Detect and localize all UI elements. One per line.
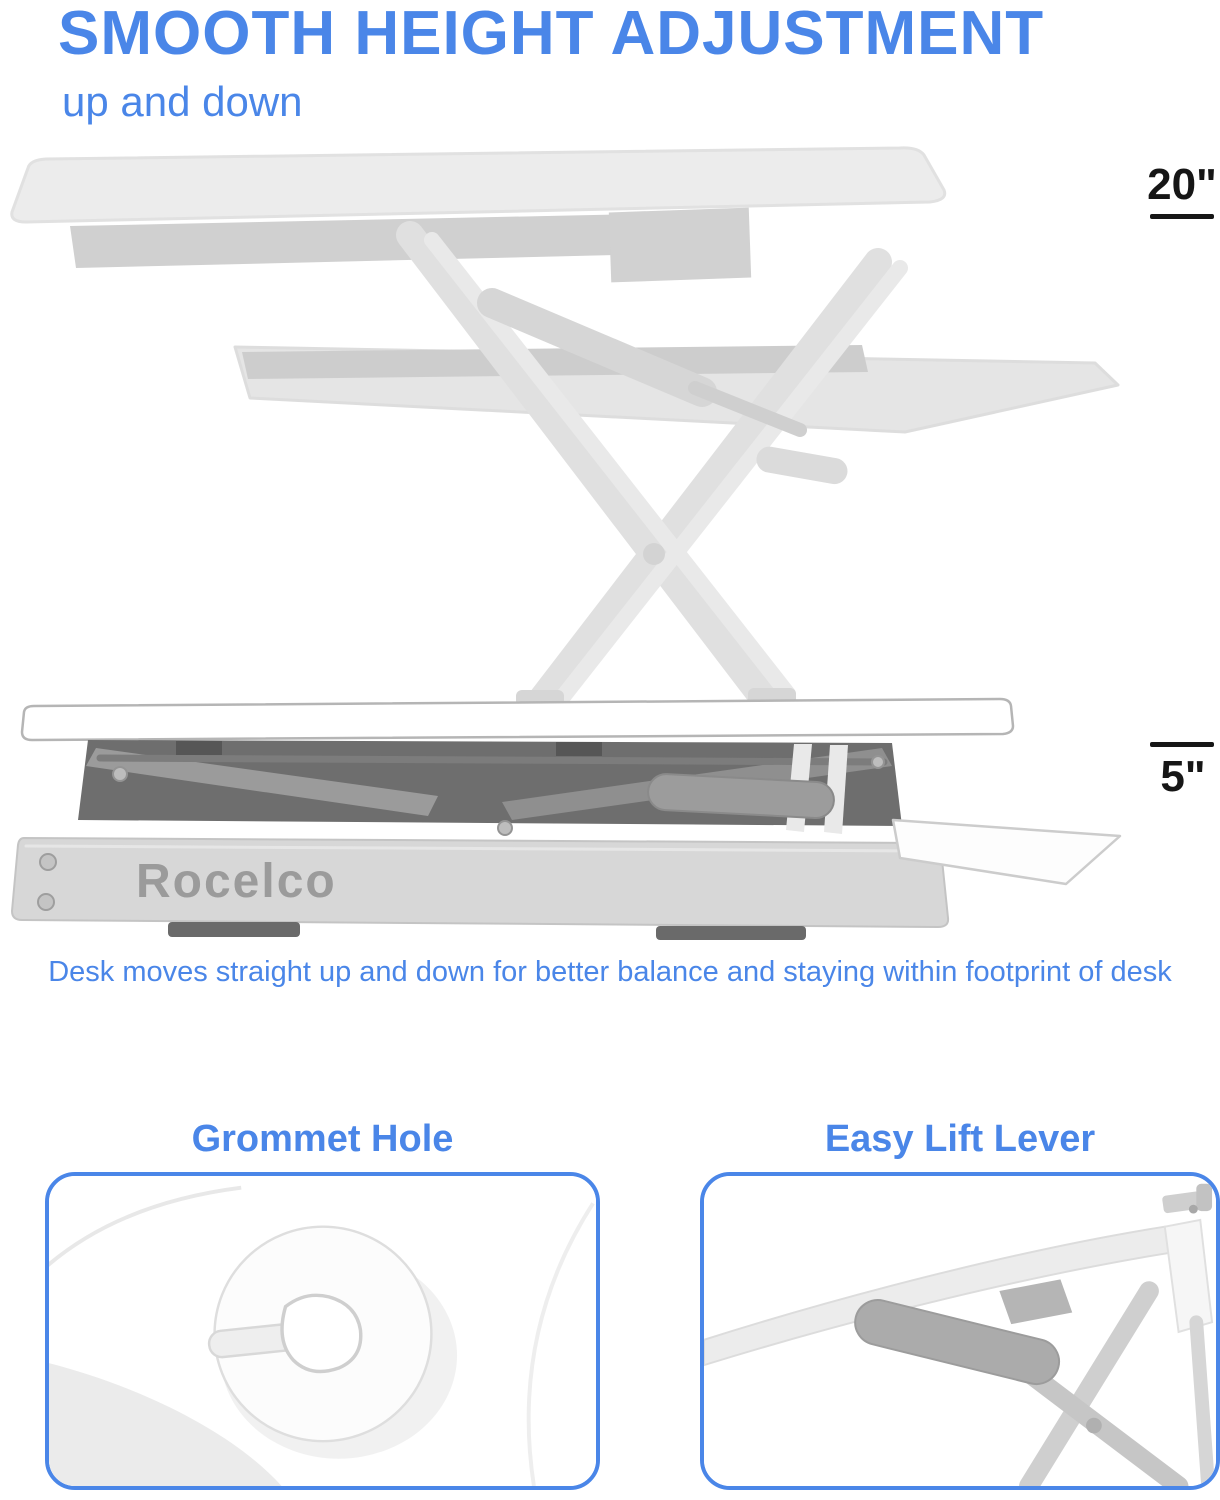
lever-slot-bar-2 [824, 745, 848, 834]
page-subtitle: up and down [62, 78, 303, 125]
side-tray-wedge [891, 818, 1122, 886]
leg-pivot [1086, 1417, 1102, 1434]
page-title: SMOOTH HEIGHT ADJUSTMENT [58, 0, 1045, 68]
hinge-bracket-1 [176, 741, 222, 755]
scissor-arm-right [502, 748, 892, 820]
x-frame-bar-right-rear [554, 260, 908, 706]
base-top-edge [24, 844, 936, 853]
easy-lift-lever-label: Easy Lift Lever [824, 1118, 1096, 1160]
scissor-arm-left [86, 748, 438, 816]
raised-desk-ghost [10, 146, 1120, 716]
desk-leg-right [1189, 1315, 1216, 1486]
grommet-hole-label: Grommet Hole [191, 1118, 454, 1160]
raised-tray-rail [242, 345, 868, 379]
screw [39, 853, 57, 871]
foot-right [656, 926, 806, 940]
raised-keyboard-tray [233, 345, 1120, 434]
raised-under-rail [70, 212, 740, 268]
raised-bar-foot-left [516, 690, 564, 708]
screw [37, 893, 55, 911]
lift-lever [647, 773, 835, 819]
screw [497, 820, 513, 836]
x-frame-bar-right [526, 248, 892, 716]
desk-side-edge [1163, 1218, 1214, 1334]
desk-right-edge [526, 1202, 595, 1486]
raised-bracket [608, 207, 752, 283]
lever-illustration [704, 1176, 1216, 1486]
screw [871, 755, 885, 769]
lowered-height-label: 5" [1160, 752, 1206, 801]
grommet-illustration [49, 1176, 596, 1486]
gas-spring-cylinder [477, 288, 717, 407]
raised-tabletop [10, 146, 947, 224]
x-frame-bar-left-rear [424, 232, 796, 702]
hinge-bracket-2 [556, 742, 602, 756]
grommet-detail-box [45, 1172, 600, 1490]
raised-height-tick [1150, 214, 1214, 219]
lever-slot-bar-1 [786, 744, 812, 832]
scissor-cross-bar [96, 754, 888, 766]
caption-text: Desk moves straight up and down for bett… [48, 956, 1172, 988]
desk-leg-front [1019, 1281, 1159, 1486]
lever-mount [999, 1279, 1073, 1325]
hinge-screw [1188, 1204, 1198, 1214]
x-frame-pivot [643, 543, 665, 565]
grommet-hole [280, 1293, 363, 1374]
brand-label: Rocelco [136, 855, 337, 908]
lowered-height-tick [1150, 742, 1214, 747]
lever-detail-box [700, 1172, 1220, 1490]
desk-leg-cross [1019, 1363, 1189, 1486]
under-desk-shadow [49, 1363, 282, 1486]
scissor-frame [78, 740, 902, 826]
raised-bar-foot-right [748, 688, 796, 706]
desk-corner-edge [49, 1185, 242, 1268]
raised-lift-lever [756, 446, 848, 485]
screw [112, 766, 128, 782]
foot-left [168, 922, 300, 937]
gas-spring-rod [688, 381, 807, 437]
hinge-pin [1196, 1183, 1213, 1212]
lift-lever [854, 1299, 1061, 1386]
lowered-desk-top [20, 697, 1015, 742]
raised-height-label: 20" [1147, 160, 1217, 209]
x-frame-bar-left [396, 221, 779, 714]
